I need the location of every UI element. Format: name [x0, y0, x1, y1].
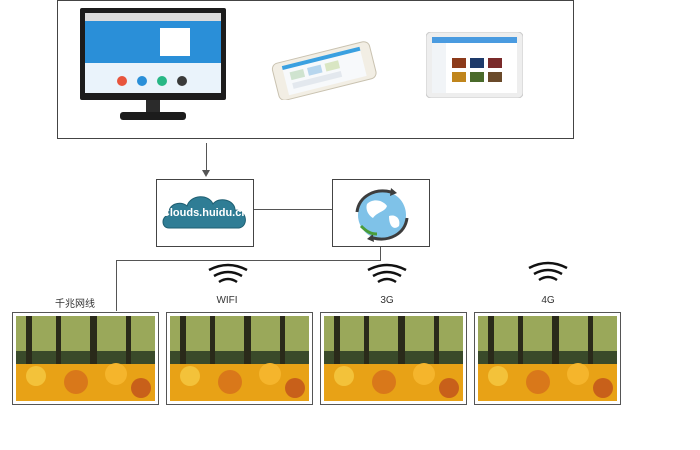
wired-link-down: [116, 260, 117, 311]
arrow-line: [206, 143, 207, 173]
globe-link-down: [380, 247, 381, 261]
wifi-label: WIFI: [216, 295, 238, 306]
cloud-icon: [162, 196, 246, 229]
globe-icon: [355, 188, 409, 242]
led-screen-3g: [320, 312, 467, 405]
tablet-device: [425, 31, 524, 99]
wired-link-horizontal: [116, 260, 380, 261]
arrow-down-icon: [202, 170, 210, 177]
led-screen-wifi: [166, 312, 313, 405]
cloud-globe-link: [254, 209, 332, 210]
3g-signal-icon: [367, 263, 407, 284]
3g-label: 3G: [380, 295, 394, 306]
led-screen-wired: [12, 312, 159, 405]
internet-globe-box: [332, 179, 430, 247]
led-screen-4g: [474, 312, 621, 405]
4g-label: 4G: [541, 295, 555, 306]
cloud-server-box: Clouds.huidu.cn: [156, 179, 254, 247]
wifi-icon: [208, 263, 248, 284]
cloud-server-label: Clouds.huidu.cn: [161, 207, 249, 219]
4g-signal-icon: [528, 261, 568, 282]
wired-network-label: 千兆网线: [55, 299, 95, 310]
smartphone-device: [268, 40, 380, 101]
monitor-device: [80, 8, 226, 123]
